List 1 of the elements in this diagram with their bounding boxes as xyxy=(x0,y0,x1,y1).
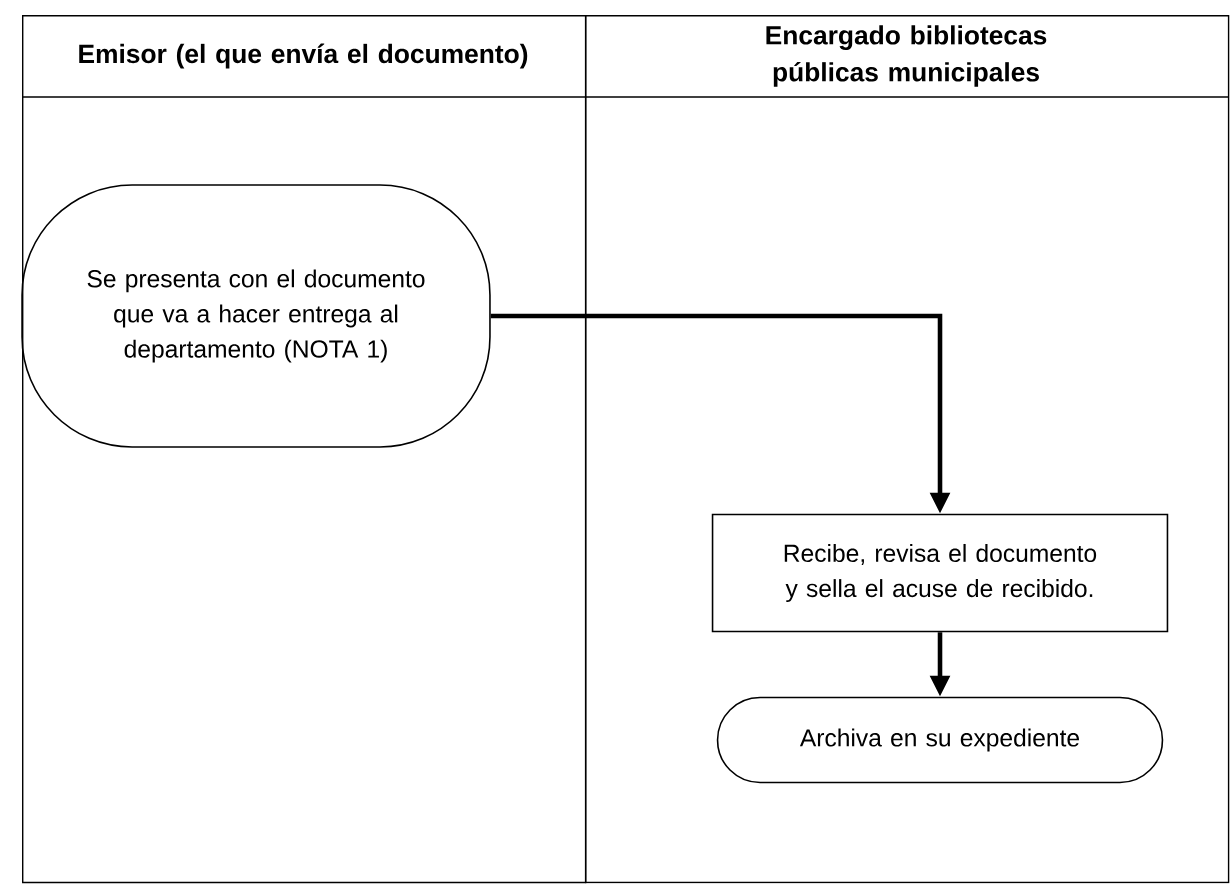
process-box: Recibe, revisa el documento y sella el acuse de recibido. xyxy=(711,513,1169,633)
